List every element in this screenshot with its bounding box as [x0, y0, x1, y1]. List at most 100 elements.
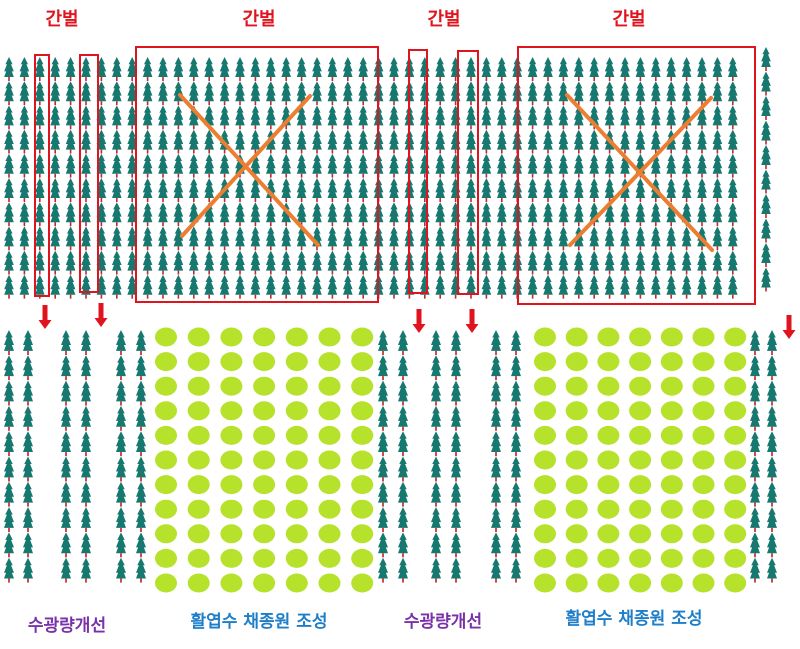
conifer-tree-icon	[681, 81, 692, 106]
thinning-title: 간벌	[427, 9, 460, 30]
conifer-tree-icon	[728, 202, 738, 227]
conifer-tree-icon	[697, 250, 707, 275]
thinning-strip	[34, 54, 50, 297]
broadleaf-tree-icon	[534, 327, 556, 347]
broadleaf-tree-icon	[660, 475, 683, 495]
conifer-tree-icon	[61, 405, 71, 431]
conifer-tree-icon	[327, 57, 338, 81]
broadleaf-tree-icon	[285, 475, 308, 495]
conifer-tree-icon	[761, 169, 771, 194]
conifer-tree-icon	[235, 178, 245, 202]
conifer-tree-icon	[4, 507, 14, 533]
broadleaf-tree-icon	[692, 376, 715, 396]
cross-mark-icon	[178, 93, 320, 247]
conifer-tree-icon	[4, 532, 14, 558]
broadleaf-tree-icon	[629, 425, 652, 445]
conifer-tree-icon	[142, 57, 153, 81]
conifer-tree-icon	[728, 274, 738, 299]
conifer-tree-icon	[497, 226, 507, 251]
conifer-tree-icon	[681, 250, 692, 275]
down-arrow-icon	[412, 309, 426, 333]
conifer-tree-icon	[158, 81, 168, 106]
thinning-strip	[408, 49, 428, 294]
conifer-tree-icon	[358, 202, 368, 227]
conifer-tree-icon	[343, 129, 353, 154]
conifer-tree-icon	[112, 202, 122, 227]
broadleaf-tree-icon	[285, 499, 308, 519]
conifer-tree-icon	[728, 105, 738, 130]
conifer-tree-icon	[589, 178, 599, 202]
conifer-tree-icon	[497, 274, 507, 299]
down-arrows	[38, 303, 796, 339]
conifer-tree-icon	[189, 178, 199, 202]
conifer-tree-icon	[697, 129, 707, 154]
conifer-tree-icon	[398, 405, 408, 431]
conifer-tree-icon	[750, 507, 760, 533]
conifer-tree-icon	[635, 105, 646, 130]
conifer-tree-icon	[697, 178, 707, 202]
conifer-tree-icon	[4, 129, 14, 154]
conifer-tree-icon	[378, 405, 388, 431]
conifer-tree-icon	[481, 226, 492, 251]
broadleaf-tree-icon	[220, 573, 243, 593]
conifer-tree-icon	[398, 532, 408, 558]
broadleaf-tree-icon	[565, 352, 588, 372]
conifer-tree-icon	[681, 226, 692, 251]
broadleaf-tree-icon	[660, 573, 683, 593]
conifer-tree-icon	[173, 105, 184, 130]
conifer-tree-icon	[491, 431, 501, 457]
broadleaf-tree-icon	[351, 450, 374, 470]
conifer-tree-icon	[219, 226, 230, 251]
conifer-tree-icon	[142, 81, 153, 106]
conifer-tree-icon	[219, 250, 230, 275]
conifer-tree-icon	[327, 250, 338, 275]
conifer-tree-icon	[491, 405, 501, 431]
conifer-tree-icon	[728, 153, 738, 178]
conifer-tree-icon	[81, 81, 91, 106]
conifer-tree-icon	[19, 226, 30, 251]
conifer-tree-icon	[23, 557, 33, 583]
conifer-tree-icon	[19, 153, 30, 178]
conifer-tree-icon	[235, 274, 245, 299]
conifer-tree-icon	[327, 226, 338, 251]
conifer-tree-icon	[4, 355, 14, 381]
conifer-tree-icon	[81, 178, 91, 202]
conifer-tree-icon	[431, 456, 441, 482]
conifer-tree-icon	[235, 250, 245, 275]
conifer-tree-icon	[158, 250, 168, 275]
conifer-tree-icon	[666, 81, 676, 106]
conifer-tree-icon	[281, 226, 291, 251]
conifer-tree-icon	[204, 274, 214, 299]
conifer-tree-icon	[651, 57, 661, 81]
conifer-tree-icon	[81, 129, 91, 154]
conifer-tree-icon	[398, 355, 408, 381]
conifer-tree-icon	[635, 57, 646, 81]
conifer-tree-icon	[767, 330, 777, 355]
conifer-tree-icon	[4, 226, 14, 251]
broadleaf-tree-icon	[692, 475, 715, 495]
conifer-tree-icon	[574, 202, 584, 227]
conifer-tree-icon	[136, 330, 146, 355]
conifer-tree-icon	[296, 129, 307, 154]
broadleaf-tree-icon	[692, 573, 715, 593]
conifer-tree-icon	[389, 57, 399, 81]
broadleaf-tree-icon	[597, 401, 620, 421]
broadleaf-tree-icon	[534, 548, 556, 568]
conifer-tree-icon	[420, 105, 430, 130]
broadleaf-tree-icon	[155, 548, 177, 568]
conifer-tree-icon	[497, 178, 507, 202]
conifer-tree-icon	[389, 129, 399, 154]
conifer-tree-icon	[219, 81, 230, 106]
conifer-tree-icon	[65, 57, 76, 81]
conifer-tree-icon	[620, 202, 630, 227]
conifer-tree-icon	[250, 250, 261, 275]
conifer-tree-icon	[420, 250, 430, 275]
broadleaf-tree-icon	[565, 450, 588, 470]
broadleaf-tree-icon	[285, 425, 308, 445]
conifer-tree-icon	[712, 153, 723, 178]
conifer-tree-icon	[189, 129, 199, 154]
conifer-tree-icon	[750, 456, 760, 482]
conifer-tree-icon	[50, 274, 60, 299]
conifer-tree-icon	[19, 178, 30, 202]
conifer-tree-icon	[697, 274, 707, 299]
